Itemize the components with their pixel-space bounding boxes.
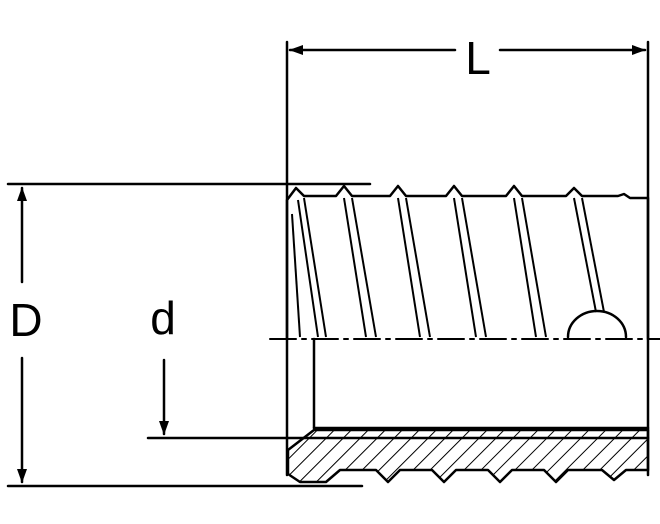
thread-flanks <box>291 197 605 338</box>
hatched-section <box>286 428 650 484</box>
thread-runout-arc <box>566 309 628 339</box>
length-label: L <box>465 32 491 84</box>
outer-diameter-dimension: D <box>6 182 372 488</box>
body-section <box>286 337 650 484</box>
thread-outline <box>285 184 650 341</box>
length-dimension: L <box>285 32 650 477</box>
outer-diameter-label: D <box>9 294 42 346</box>
inner-diameter-dimension: d <box>146 292 650 440</box>
inner-diameter-label: d <box>150 292 176 344</box>
